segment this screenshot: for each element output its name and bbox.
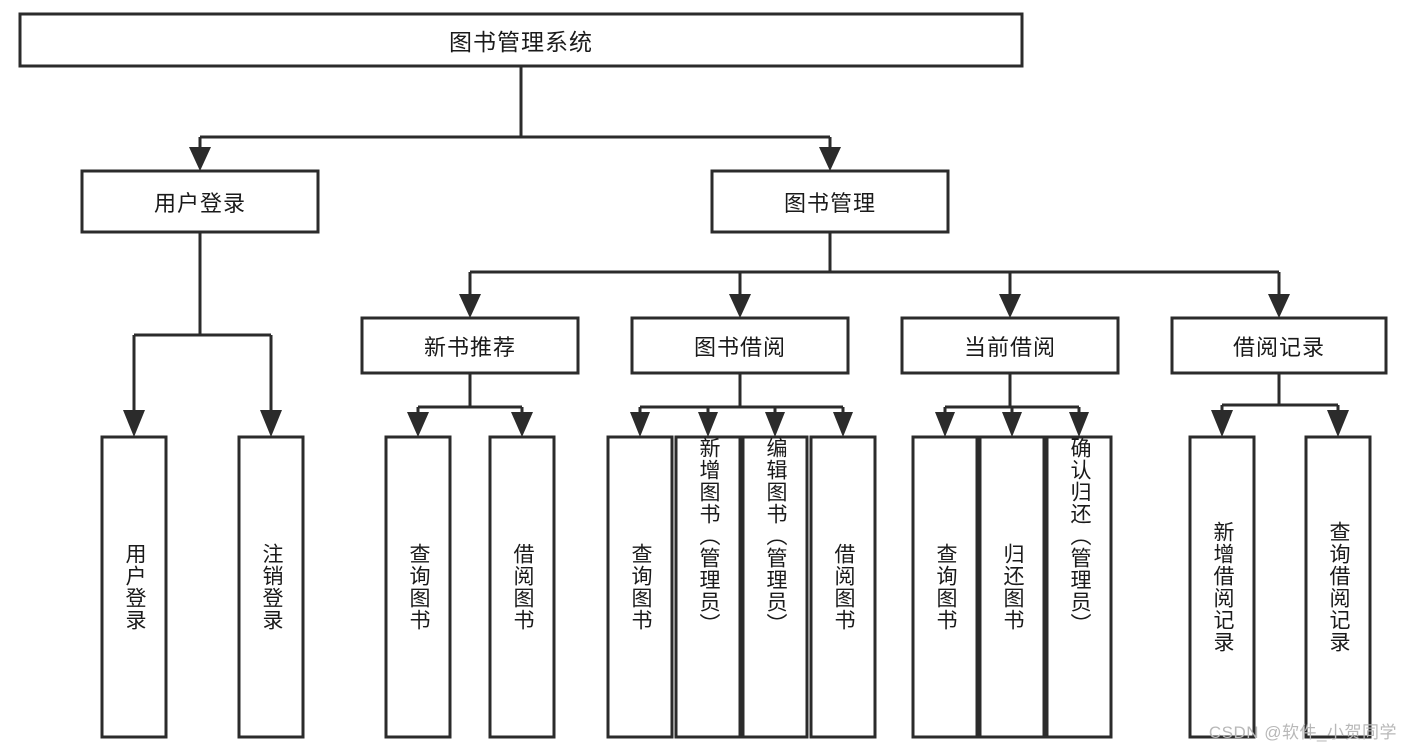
node-box-leaf-4[interactable] [606,435,674,739]
arrow-head-icon [935,412,955,437]
node-box-leaf-7[interactable] [809,435,877,739]
node-box-leaf-8[interactable] [911,435,979,739]
node-box-current-borrow[interactable] [900,316,1120,375]
arrow-head-icon [260,410,282,437]
arrow-head-icon [819,147,841,171]
node-box-leaf-10[interactable] [1045,435,1113,739]
node-box-leaf-12[interactable] [1304,435,1372,739]
node-box-root[interactable] [18,12,1024,68]
node-box-user-login[interactable] [80,169,320,234]
arrow-head-icon [1327,410,1349,437]
arrow-head-icon [1002,412,1022,437]
arrow-head-icon [189,147,211,171]
arrow-head-icon [765,412,785,437]
node-box-new-book-recommend[interactable] [360,316,580,375]
node-box-leaf-6[interactable] [741,435,809,739]
node-box-book-management[interactable] [710,169,950,234]
node-box-leaf-11[interactable] [1188,435,1256,739]
arrow-head-icon [459,294,481,318]
arrow-head-icon [729,294,751,318]
arrow-head-icon [511,412,533,437]
arrow-head-icon [698,412,718,437]
connector-root-to-level2 [189,66,841,171]
arrow-head-icon [1268,294,1290,318]
connector-current-to-leaves [935,373,1089,437]
node-box-leaf-9[interactable] [978,435,1046,739]
connector-userlogin-to-leaves [123,232,282,437]
connector-bookmgmt-to-level3 [459,232,1290,318]
arrow-head-icon [999,294,1021,318]
node-box-book-borrow[interactable] [630,316,850,375]
node-box-leaf-5[interactable] [674,435,742,739]
arrow-head-icon [833,412,853,437]
connector-borrow-to-leaves [630,373,853,437]
connector-record-to-leaves [1211,373,1349,437]
arrow-head-icon [123,410,145,437]
arrow-head-icon [407,412,429,437]
node-box-leaf-1[interactable] [237,435,305,739]
arrow-head-icon [1069,412,1089,437]
node-box-borrow-record[interactable] [1170,316,1388,375]
arrow-head-icon [630,412,650,437]
arrow-head-icon [1211,410,1233,437]
node-box-leaf-3[interactable] [488,435,556,739]
connector-newbook-to-leaves [407,373,533,437]
node-box-leaf-0[interactable] [100,435,168,739]
node-box-leaf-2[interactable] [384,435,452,739]
